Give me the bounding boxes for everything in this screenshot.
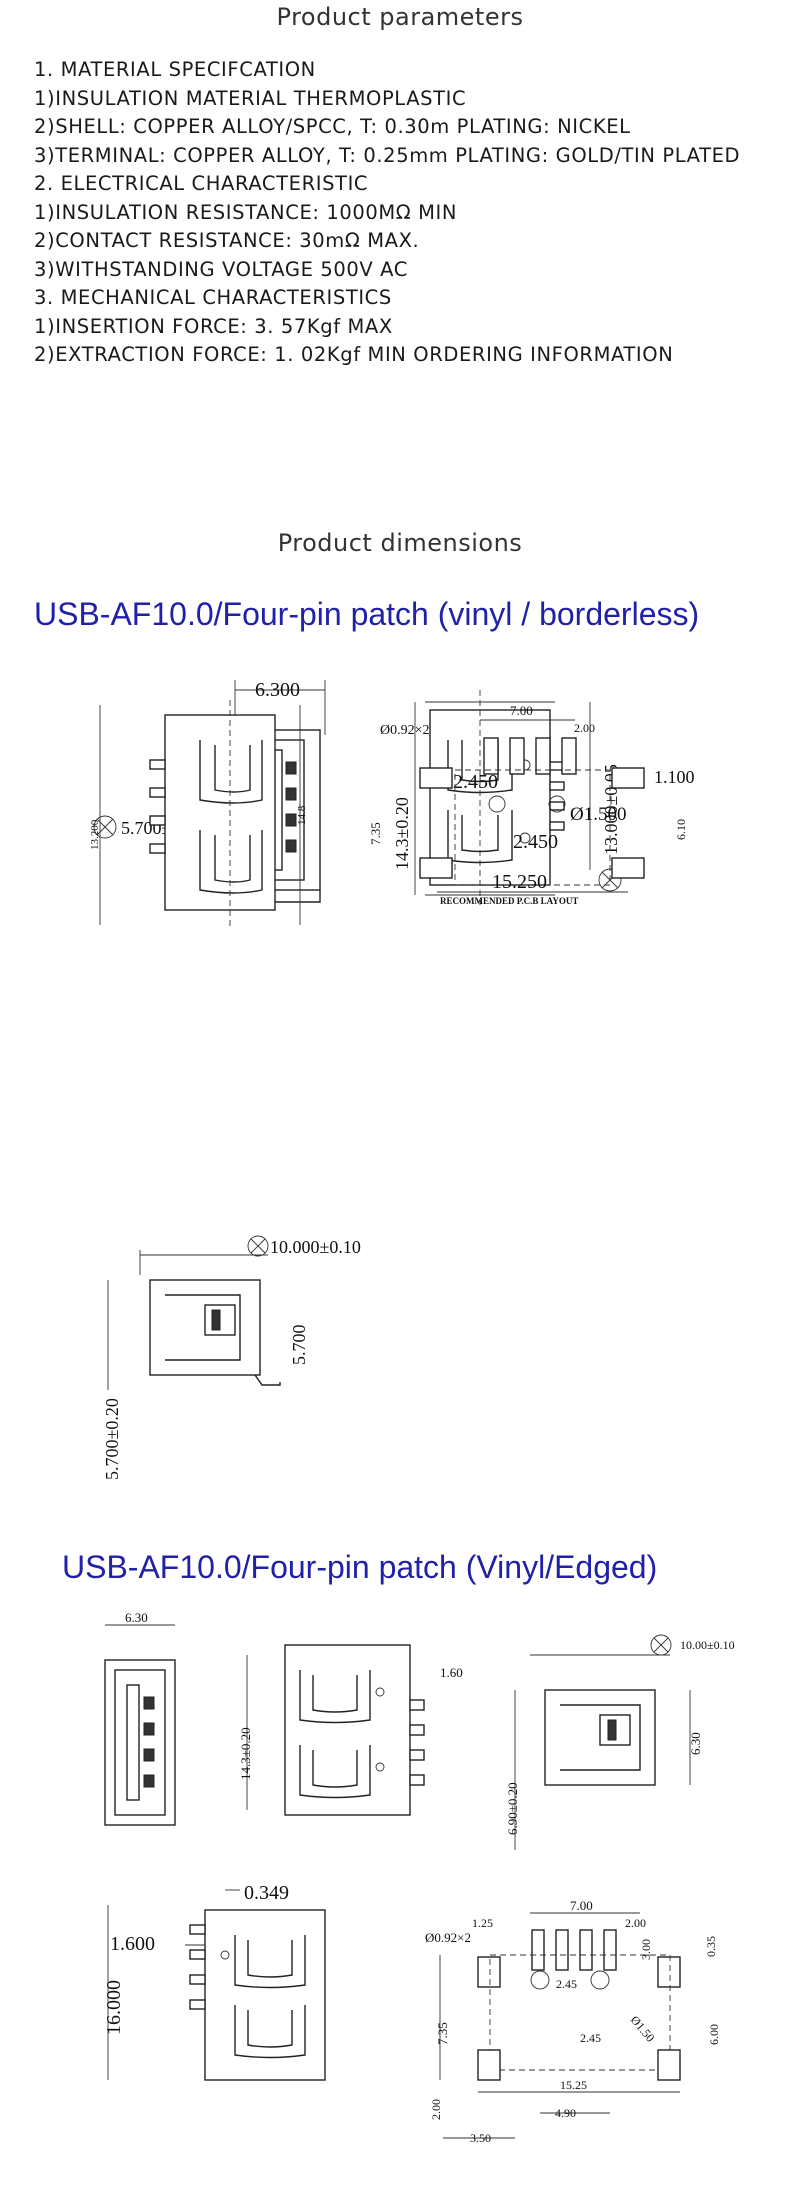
param-line: 1)INSERTION FORCE: 3. 57Kgf MAX	[34, 314, 393, 338]
b-dim-pcb-hole: Ø0.92×2	[425, 1930, 471, 1945]
variant-a-drawing: 6.300 5.700±0.05 14.3±0.20 1	[89, 679, 695, 1480]
b-dim-pcb-a: 1.25	[472, 1916, 493, 1930]
b-dim-pcb-j: 15.25	[560, 2078, 587, 2092]
dim-len-left: 5.700±0.20	[102, 1398, 122, 1480]
b-dim-bottom-l1: 1.600	[110, 1933, 155, 1955]
b-dim-bottom-l2: 16.000	[103, 1980, 125, 2035]
param-line: 3)WITHSTANDING VOLTAGE 500V AC	[34, 257, 408, 281]
b-dim-bottom-top: 0.349	[244, 1882, 289, 1904]
dim-pcb-big-hole: Ø1.500	[570, 804, 626, 825]
b-front-view: 14.3±0.20 1.60	[238, 1644, 463, 1816]
dim-pcb-b: 2.450	[513, 831, 558, 853]
b-bottom-view: 0.349 1.600 16.000	[103, 1882, 326, 2081]
b-dim-pcb-h: 2.45	[580, 2031, 601, 2045]
param-line: 3)TERMINAL: COPPER ALLOY, T: 0.25mm PLAT…	[34, 143, 741, 167]
dim-len-h: 5.700	[289, 1325, 309, 1366]
b-side-view: 10.00±0.10 6.30 6.90±0.20	[505, 1634, 735, 1850]
param-line: 1)INSULATION MATERIAL THERMOPLASTIC	[34, 86, 467, 110]
dimensions-title: Product dimensions	[277, 529, 523, 557]
b-dim-pcb-m: 3.50	[470, 2131, 491, 2145]
pcb-layout: 7.00 2.00 Ø0.92×2 2.450 1.100 Ø1.500 7.3…	[368, 703, 695, 906]
b-dim-front-h: 14.3±0.20	[238, 1727, 253, 1780]
param-line: 2. ELECTRICAL CHARACTERISTIC	[34, 172, 369, 195]
b-dim-pcb-k: 2.00	[429, 2099, 443, 2120]
b-dim-side-l: 6.90±0.20	[505, 1782, 520, 1835]
dim-pcb-a: 2.450	[453, 771, 498, 793]
b-dim-front-r: 1.60	[440, 1665, 463, 1680]
dim-top-width: 6.300	[255, 679, 300, 701]
b-dim-top-width: 6.30	[125, 1610, 148, 1625]
param-line: 2)CONTACT RESISTANCE: 30mΩ MAX.	[34, 229, 420, 252]
parameters-title: Product parameters	[276, 3, 524, 31]
variant-b-drawing: 6.30 14.3±0.20 1.60 10.00±0.10	[103, 1610, 735, 2145]
dim-pcb-right: 6.10	[674, 819, 688, 840]
b-dim-pcb-c: 3.00	[639, 1939, 653, 1960]
length-view: 10.000±0.10 5.700 5.700±0.20	[102, 1235, 361, 1480]
dim-pcb-width: 15.250	[492, 871, 547, 893]
dim-pcb-hole: Ø0.92×2	[380, 723, 430, 738]
b-dim-pcb-b: 2.00	[625, 1916, 646, 1930]
dim-side-right: 14.8	[296, 805, 308, 825]
dim-pcb-pitch: 7.00	[510, 703, 533, 718]
dim-side-left: 13.200	[89, 819, 101, 850]
b-dim-pcb-g: 7.35	[435, 2022, 450, 2045]
dim-pcb-left: 7.35	[368, 822, 383, 845]
b-dim-pcb-pitch: 7.00	[570, 1898, 593, 1913]
b-dim-pcb-d: 0.35	[704, 1936, 718, 1957]
param-line: 2)SHELL: COPPER ALLOY/SPCC, T: 0.30m PLA…	[34, 115, 631, 138]
b-dim-pcb-e: 2.45	[556, 1977, 577, 1991]
param-line: 2)EXTRACTION FORCE: 1. 02Kgf MIN ORDERIN…	[34, 343, 674, 366]
side-view: 13.200 14.8	[89, 700, 308, 930]
b-dim-pcb-i: 6.00	[707, 2024, 721, 2045]
b-dim-pcb-l: 4.90	[555, 2106, 576, 2120]
variant-a-heading: USB-AF10.0/Four-pin patch (vinyl / borde…	[34, 596, 700, 632]
b-top-view: 6.30	[104, 1610, 176, 1826]
b-pcb-layout: 7.00 1.25 2.00 Ø0.92×2 3.00 0.35 2.45 Ø1…	[425, 1898, 721, 2145]
dim-len-top: 10.000±0.10	[270, 1237, 361, 1257]
variant-b-heading: USB-AF10.0/Four-pin patch (Vinyl/Edged)	[62, 1549, 658, 1585]
param-line: 1)INSULATION RESISTANCE: 1000MΩ MIN	[34, 200, 458, 224]
pcb-caption: RECOMMENDED P.C.B LAYOUT	[440, 896, 578, 906]
param-line: 1. MATERIAL SPECIFCATION	[34, 58, 316, 81]
dim-pcb-pad-h: 1.100	[654, 767, 695, 787]
dim-pcb-pad-w: 2.00	[574, 721, 595, 735]
param-line: 3. MECHANICAL CHARACTERISTICS	[34, 286, 392, 309]
b-dim-side-top: 10.00±0.10	[680, 1638, 735, 1652]
b-dim-pcb-f: Ø1.50	[628, 2013, 658, 2045]
dim-front-height: 14.3±0.20	[392, 797, 412, 870]
parameters-list: 1. MATERIAL SPECIFCATION 1)INSULATION MA…	[34, 56, 740, 370]
b-dim-side-r: 6.30	[688, 1732, 703, 1755]
